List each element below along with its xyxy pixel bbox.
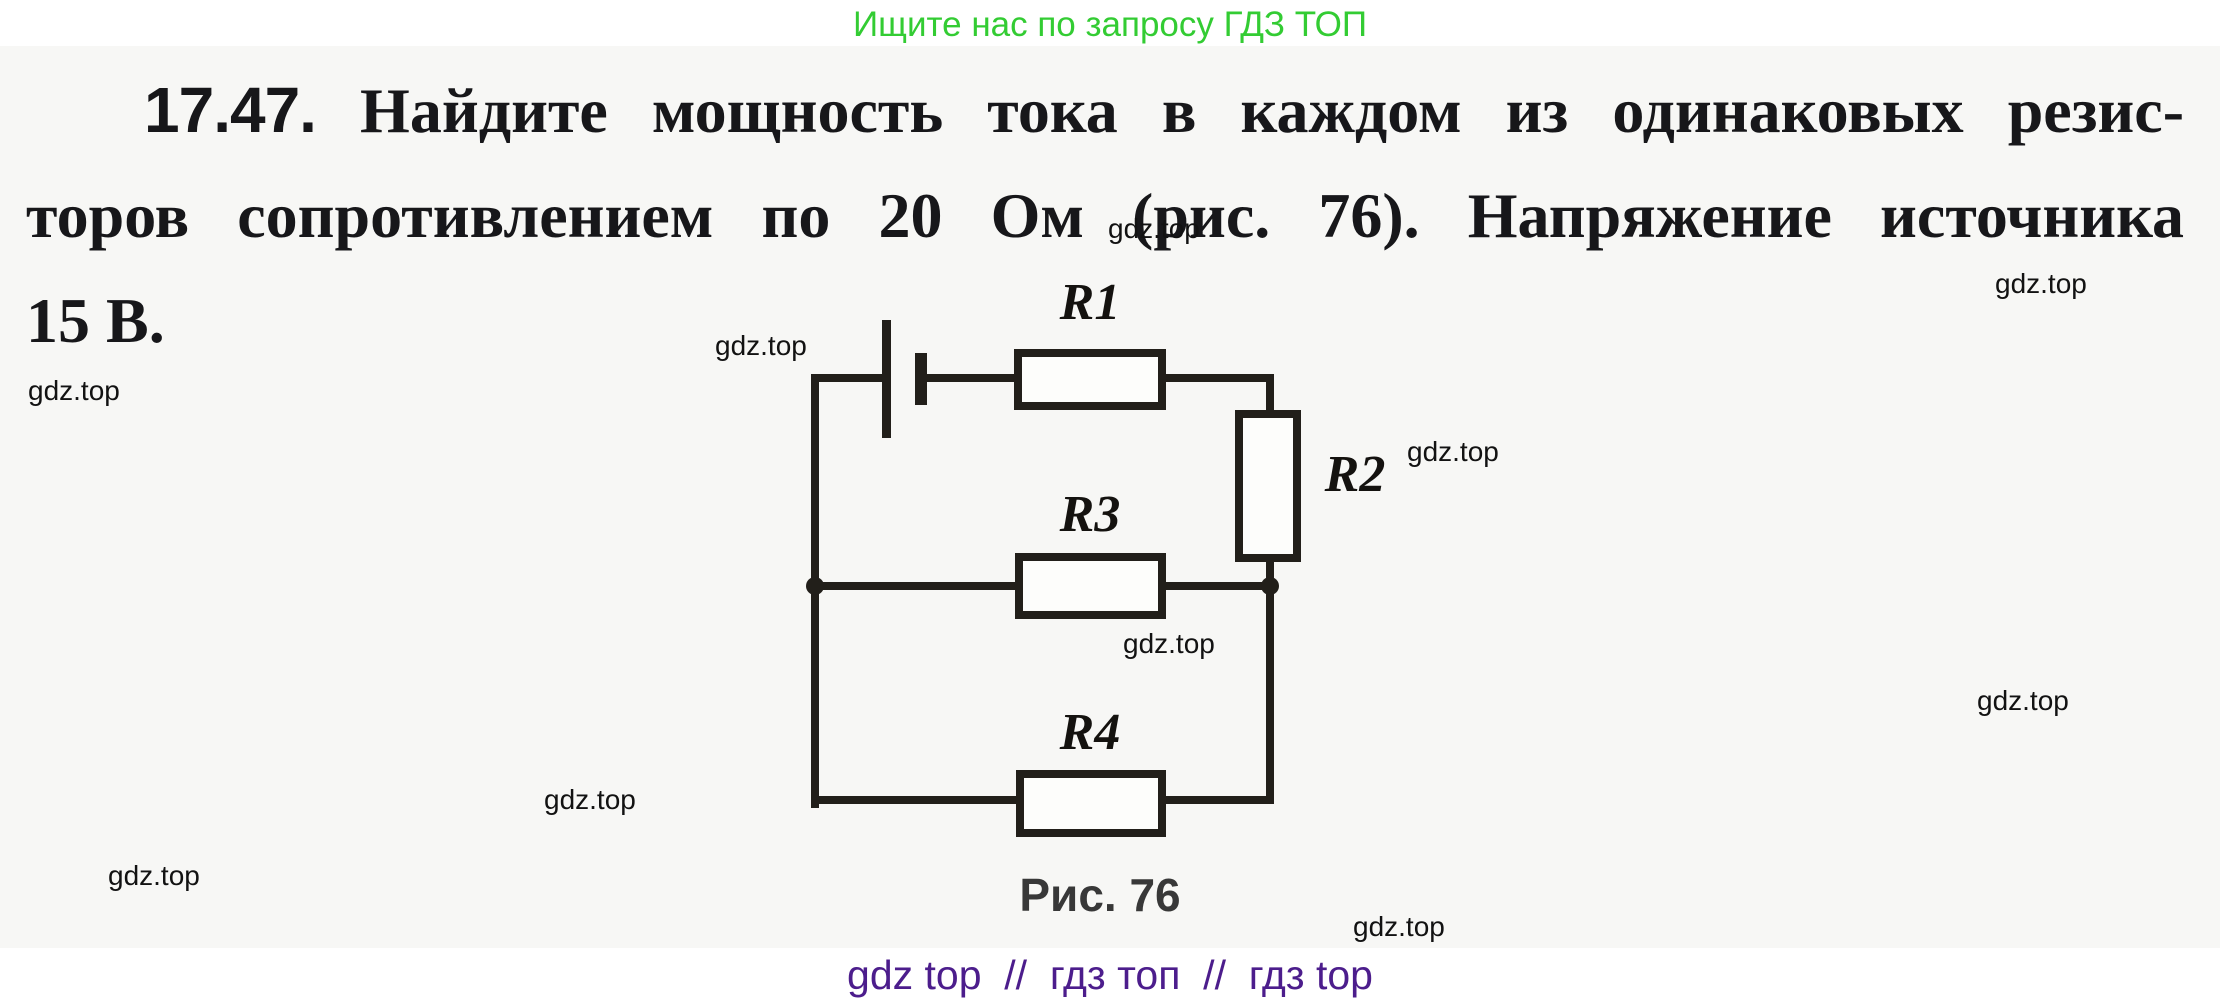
- right-rail-top-segment: [1266, 374, 1274, 418]
- watermark-right-of-caption: gdz.top: [1353, 911, 1445, 942]
- problem-line-3: 15 В.: [26, 285, 165, 356]
- footer-branding: gdz top // гдз топ // гдз top: [847, 952, 1373, 998]
- resistor-r2-box: [1235, 410, 1301, 562]
- watermark-right-of-r2: gdz.top: [1407, 436, 1499, 467]
- top-wire-middle-segment: [923, 374, 1020, 382]
- right-rail-bottom-segment: [1266, 554, 1274, 804]
- problem-line-1-text: Найдите мощность тока в каждом из одинак…: [360, 75, 2185, 146]
- middle-wire-left-segment: [811, 582, 1021, 590]
- battery-short-plate-icon: [915, 353, 927, 405]
- watermark-below-r3: gdz.top: [1123, 628, 1215, 659]
- watermark-top-center: gdz.top: [1108, 213, 1200, 244]
- watermark-far-left: gdz.top: [28, 375, 120, 406]
- promo-banner: Ищите нас по запросу ГДЗ ТОП: [853, 5, 1367, 44]
- problem-line-2: торов сопротивлением по 20 Ом (рис. 76).…: [26, 180, 2184, 251]
- resistor-r4-box: [1016, 770, 1166, 837]
- figure-caption: Рис. 76: [1019, 869, 1181, 921]
- watermark-left-of-r4: gdz.top: [544, 784, 636, 815]
- resistor-r3-label: R3: [1059, 486, 1121, 543]
- resistor-r1-label: R1: [1059, 274, 1121, 331]
- watermark-bottom-left: gdz.top: [108, 860, 200, 891]
- resistor-r4-label: R4: [1059, 704, 1121, 761]
- bottom-wire-left-segment: [811, 796, 1022, 804]
- problem-statement: 17.47. Найдите мощность тока в каждом из…: [26, 58, 2184, 373]
- resistor-r3-box: [1015, 553, 1166, 619]
- watermark-left-of-battery: gdz.top: [715, 330, 807, 361]
- junction-dot-right: [1261, 577, 1279, 595]
- battery-long-plate-icon: [882, 320, 891, 438]
- resistor-r1-box: [1014, 349, 1166, 410]
- problem-line-1: 17.47. Найдите мощность тока в каждом из…: [26, 58, 2184, 163]
- top-wire-left-segment: [811, 374, 886, 382]
- middle-wire-right-segment: [1161, 582, 1274, 590]
- problem-number: 17.47.: [144, 74, 317, 146]
- resistor-r2-label: R2: [1324, 446, 1386, 503]
- bottom-wire-right-segment: [1161, 796, 1274, 804]
- junction-dot-left: [806, 577, 824, 595]
- top-wire-right-segment: [1161, 374, 1274, 382]
- watermark-top-right: gdz.top: [1995, 268, 2087, 299]
- watermark-mid-right: gdz.top: [1977, 685, 2069, 716]
